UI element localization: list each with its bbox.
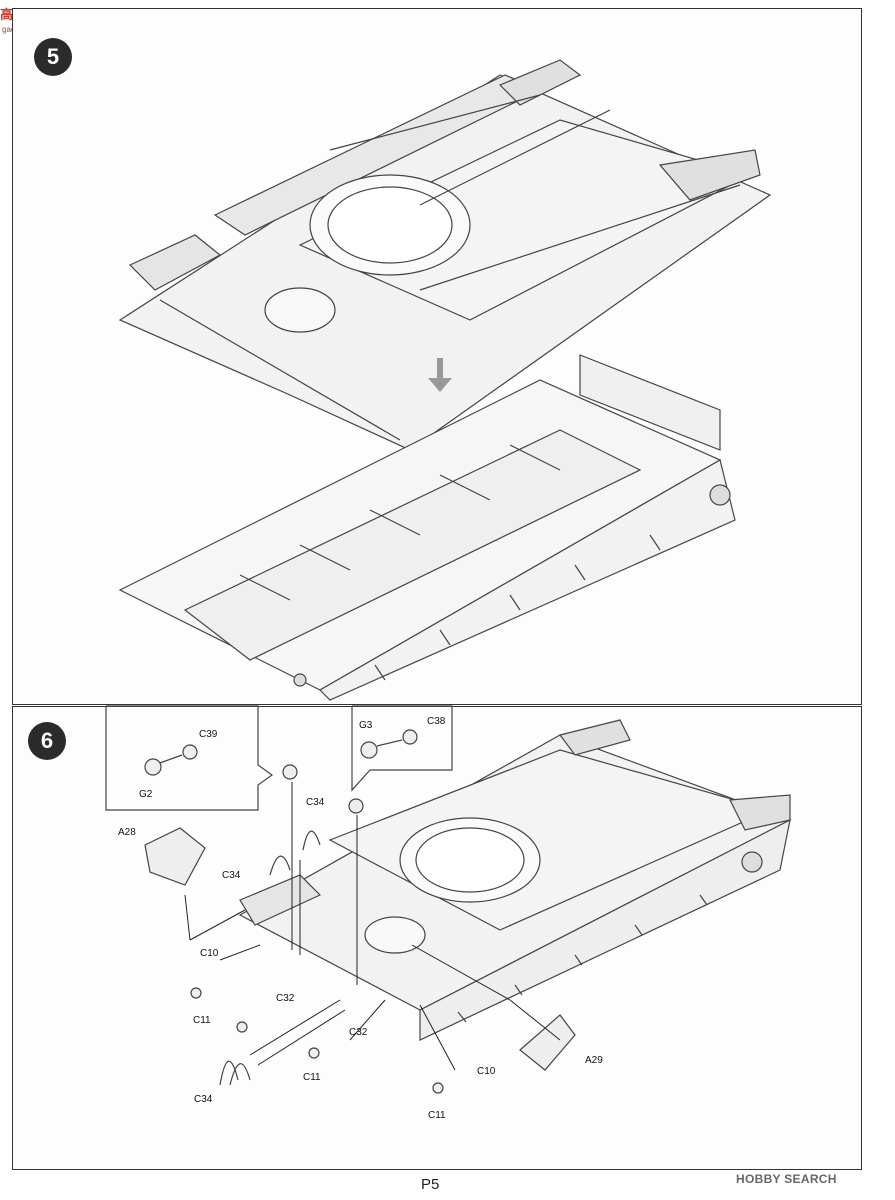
part-label-a29: A29 [585,1055,603,1066]
part-label-a28: A28 [118,827,136,838]
part-label-c10-left: C10 [200,948,219,959]
part-label-c10-bottom: C10 [477,1066,496,1077]
leader-lines [184,782,561,1071]
lower-hull-drawing [118,354,736,701]
assembly-arrow-icon [428,358,452,392]
step-6-badge: 6 [28,722,66,760]
part-label-g3: G3 [359,720,373,731]
page-number: P5 [421,1176,440,1193]
part-label-c34-top: C34 [306,797,325,808]
inset-boxes [105,705,453,811]
part-label-c39: C39 [199,729,218,740]
step-5-badge: 5 [34,38,72,76]
upper-hull-drawing [118,59,772,451]
watermark-text: HOBBY SEARCH [736,1172,837,1186]
part-label-c11-bottom: C11 [428,1110,446,1121]
part-label-c32-right: C32 [349,1027,368,1038]
part-label-c34-left: C34 [222,870,241,881]
assembled-hull-drawing [238,719,792,1041]
part-label-c11-left: C11 [193,1015,211,1026]
part-label-c11-middle: C11 [303,1072,321,1083]
loose-parts [144,764,576,1094]
part-label-c34-bottom: C34 [194,1094,213,1105]
part-label-c38: C38 [427,716,446,727]
part-label-g2: G2 [139,789,153,800]
part-label-c32-left: C32 [276,993,295,1004]
